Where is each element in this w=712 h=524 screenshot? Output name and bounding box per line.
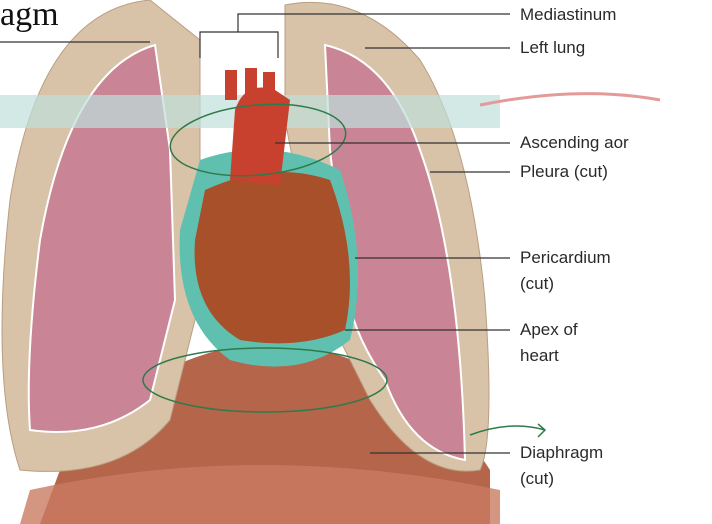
label-pleura: Pleura (cut)	[520, 162, 608, 181]
heart	[194, 172, 350, 344]
label-diaphragm: Diaphragm (cut)	[520, 440, 603, 492]
label-left-lung: Left lung	[520, 38, 586, 57]
label-line: (cut)	[520, 274, 554, 293]
label-line: (cut)	[520, 469, 554, 488]
label-line: heart	[520, 346, 559, 365]
label-apex: Apex of heart	[520, 317, 578, 369]
label-line: Diaphragm	[520, 443, 604, 462]
label-ascending-aorta: Ascending aor	[520, 133, 629, 152]
label-pericardium: Pericardium (cut)	[520, 245, 611, 297]
aorta	[230, 87, 290, 185]
label-line: Apex of	[520, 320, 578, 339]
annotation-ellipse-aorta	[169, 103, 347, 177]
label-line: Pericardium	[520, 248, 611, 267]
handwritten-fragment: agm	[0, 0, 59, 33]
annotation-arrow	[469, 423, 547, 438]
label-mediastinum: Mediastinum	[520, 5, 617, 24]
annotation-ellipse-diaphragm	[142, 347, 388, 413]
leader-lines	[0, 13, 510, 454]
